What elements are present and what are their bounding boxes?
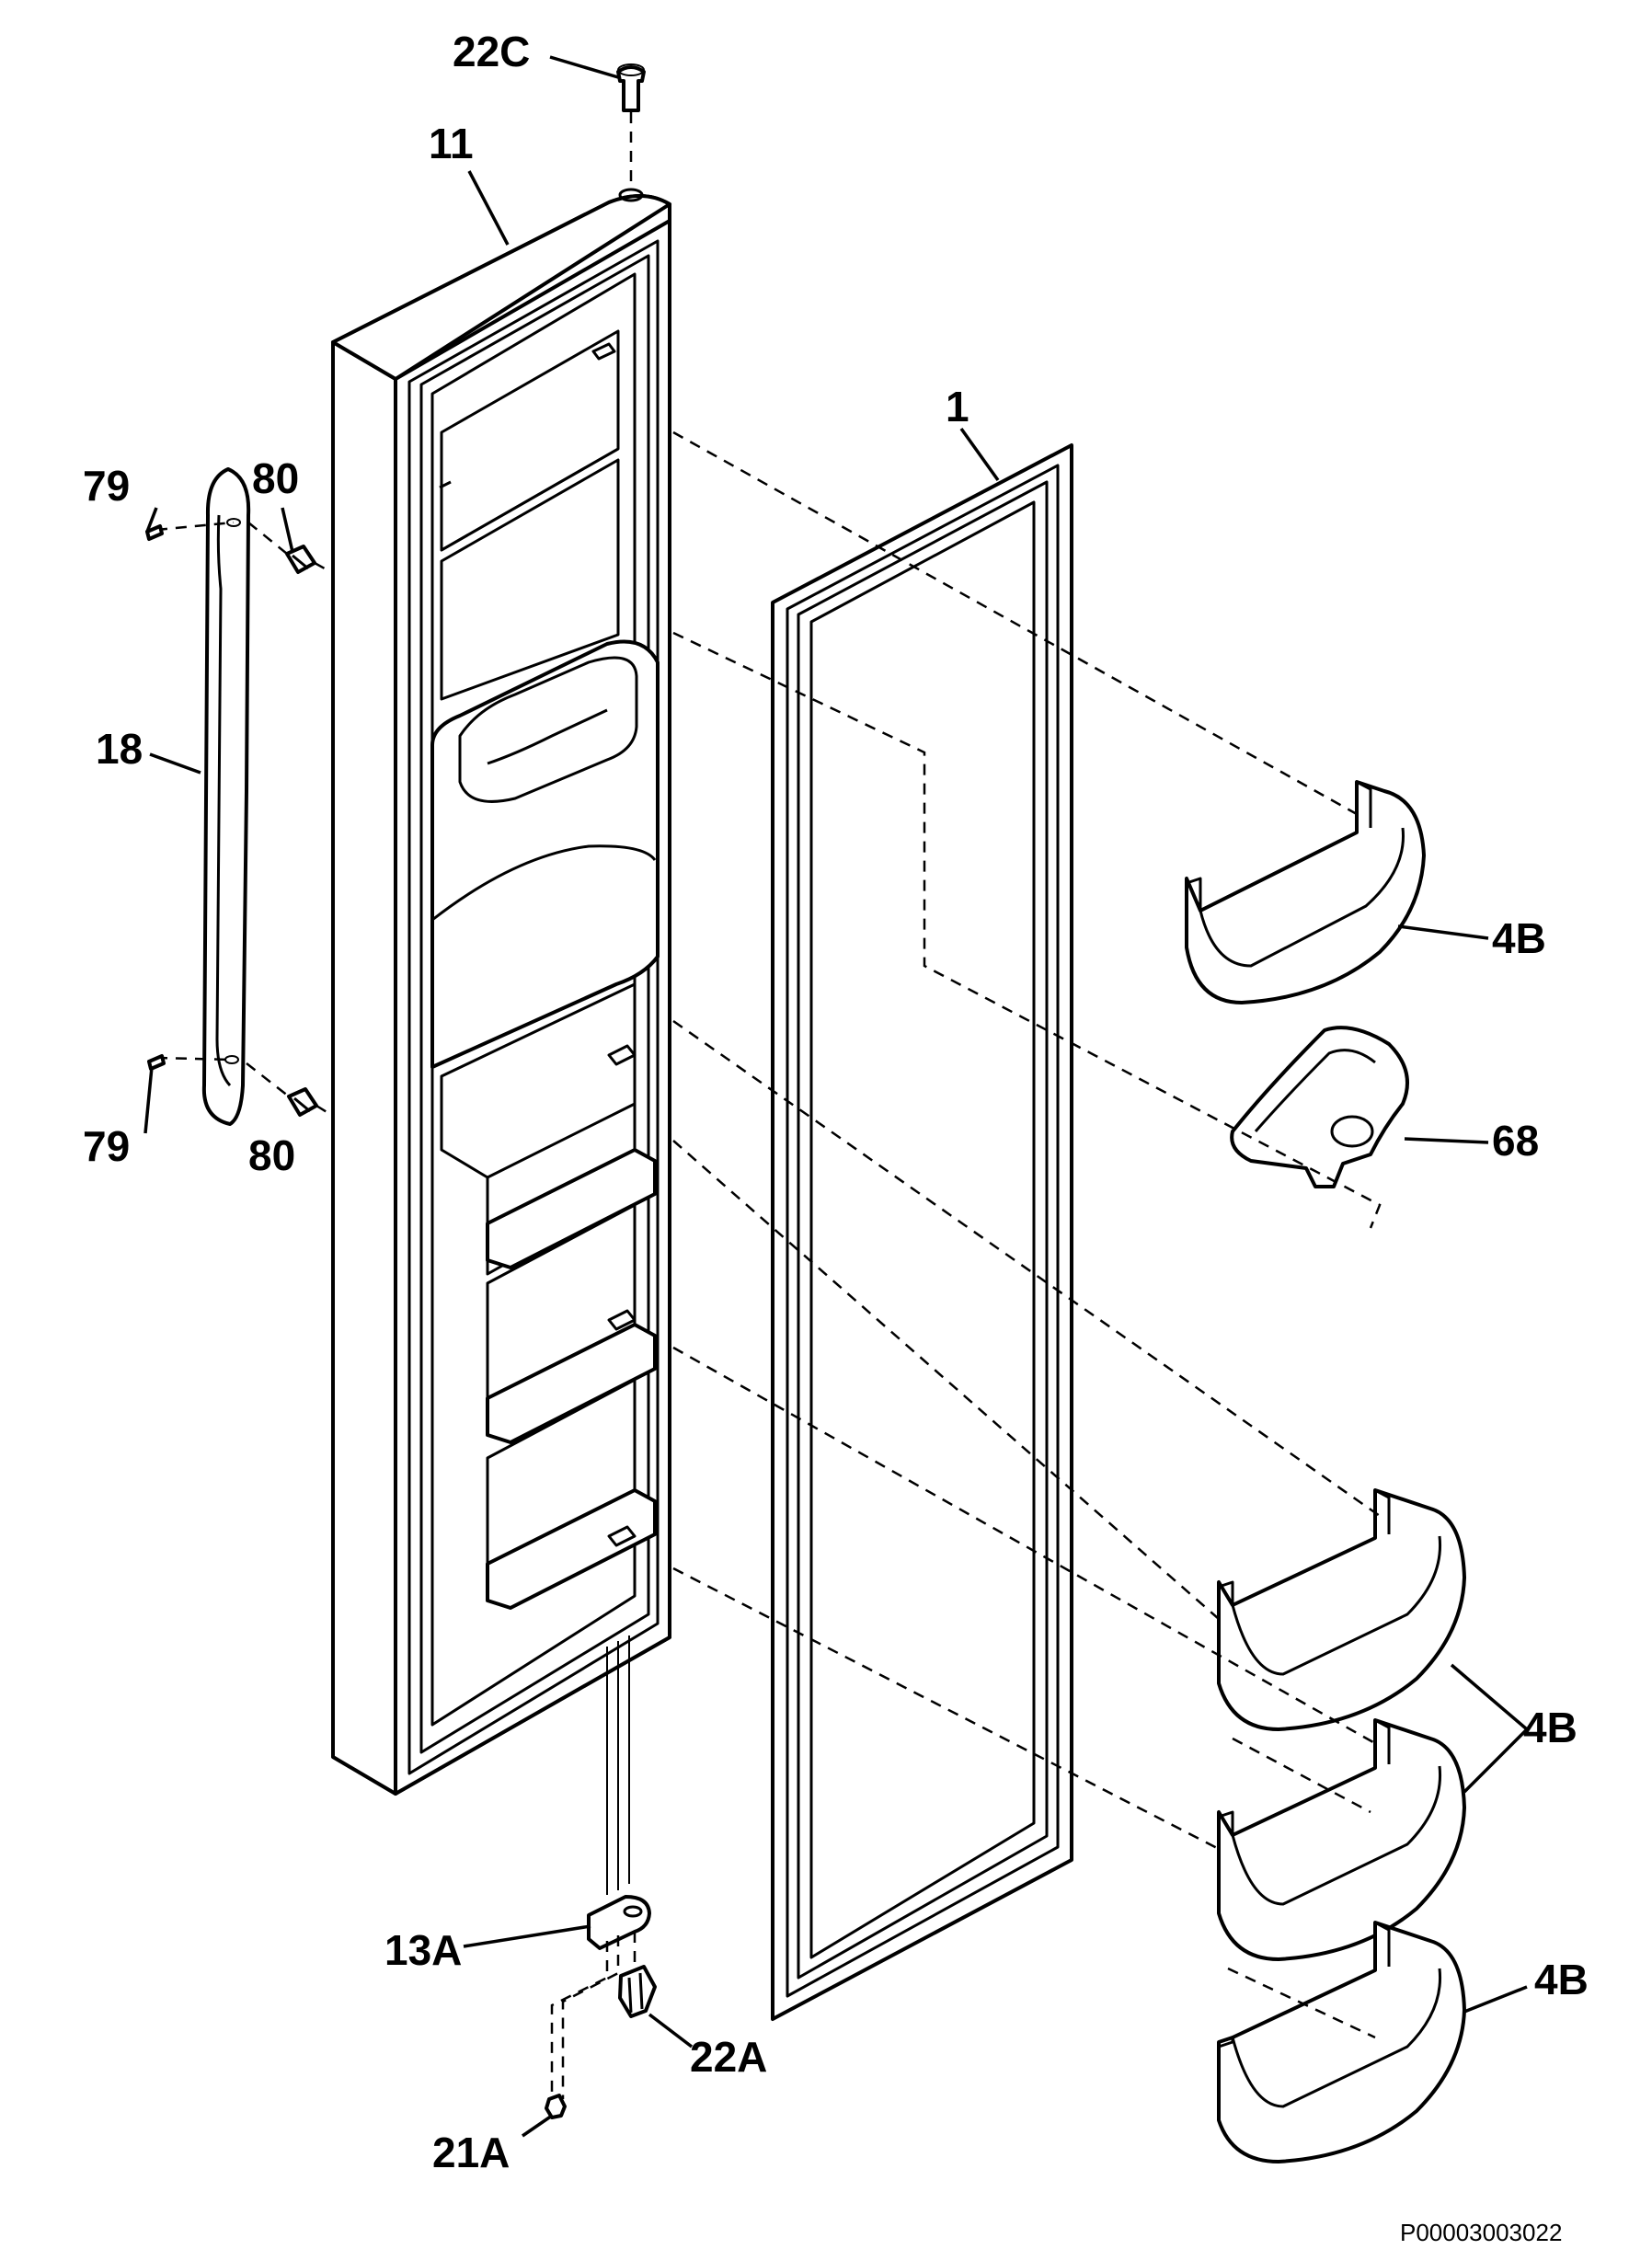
callout-4B-top: 4B [1492,914,1546,962]
screw-79-lower [147,1054,166,1071]
stud-80-lower [246,1062,332,1117]
callout-79-upper: 79 [83,462,130,510]
hinge-pin-22C [616,63,646,189]
callout-80-upper: 80 [252,454,299,502]
callout-4B-group: 4B [1523,1704,1577,1751]
callout-1: 1 [946,383,969,430]
alignment-lines [672,430,1382,2039]
callout-68: 68 [1492,1117,1539,1165]
door-handle [155,467,251,1126]
ice-funnel-68 [1230,1026,1409,1188]
callout-13A: 13A [384,1926,462,1974]
figure-code: P00003003022 [1400,2219,1562,2246]
callout-21A: 21A [432,2129,510,2176]
hinge-bracket-13A [550,1895,651,2099]
stud-80-upper [247,522,332,574]
callout-79-lower: 79 [83,1122,130,1170]
door-bin-4B-bottom [1217,1921,1466,2163]
callout-18: 18 [96,725,143,773]
callout-22A: 22A [690,2033,767,2081]
door-bin-4B-top [1185,780,1426,1004]
callout-4B-bottom: 4B [1534,1956,1589,2003]
screw-79-upper [145,524,164,541]
callout-80-lower: 80 [248,1131,295,1179]
screw-21A [545,2094,567,2119]
door-bin-4B-mid1 [1217,1488,1466,1731]
hinge-pin-22A [618,1932,657,2018]
door-assembly [331,188,671,1895]
callout-22C: 22C [453,28,530,75]
door-gasket [771,443,1073,2021]
callout-11: 11 [429,120,474,167]
door-bin-4B-mid2 [1217,1718,1466,1961]
leader-lines [143,55,1530,2138]
